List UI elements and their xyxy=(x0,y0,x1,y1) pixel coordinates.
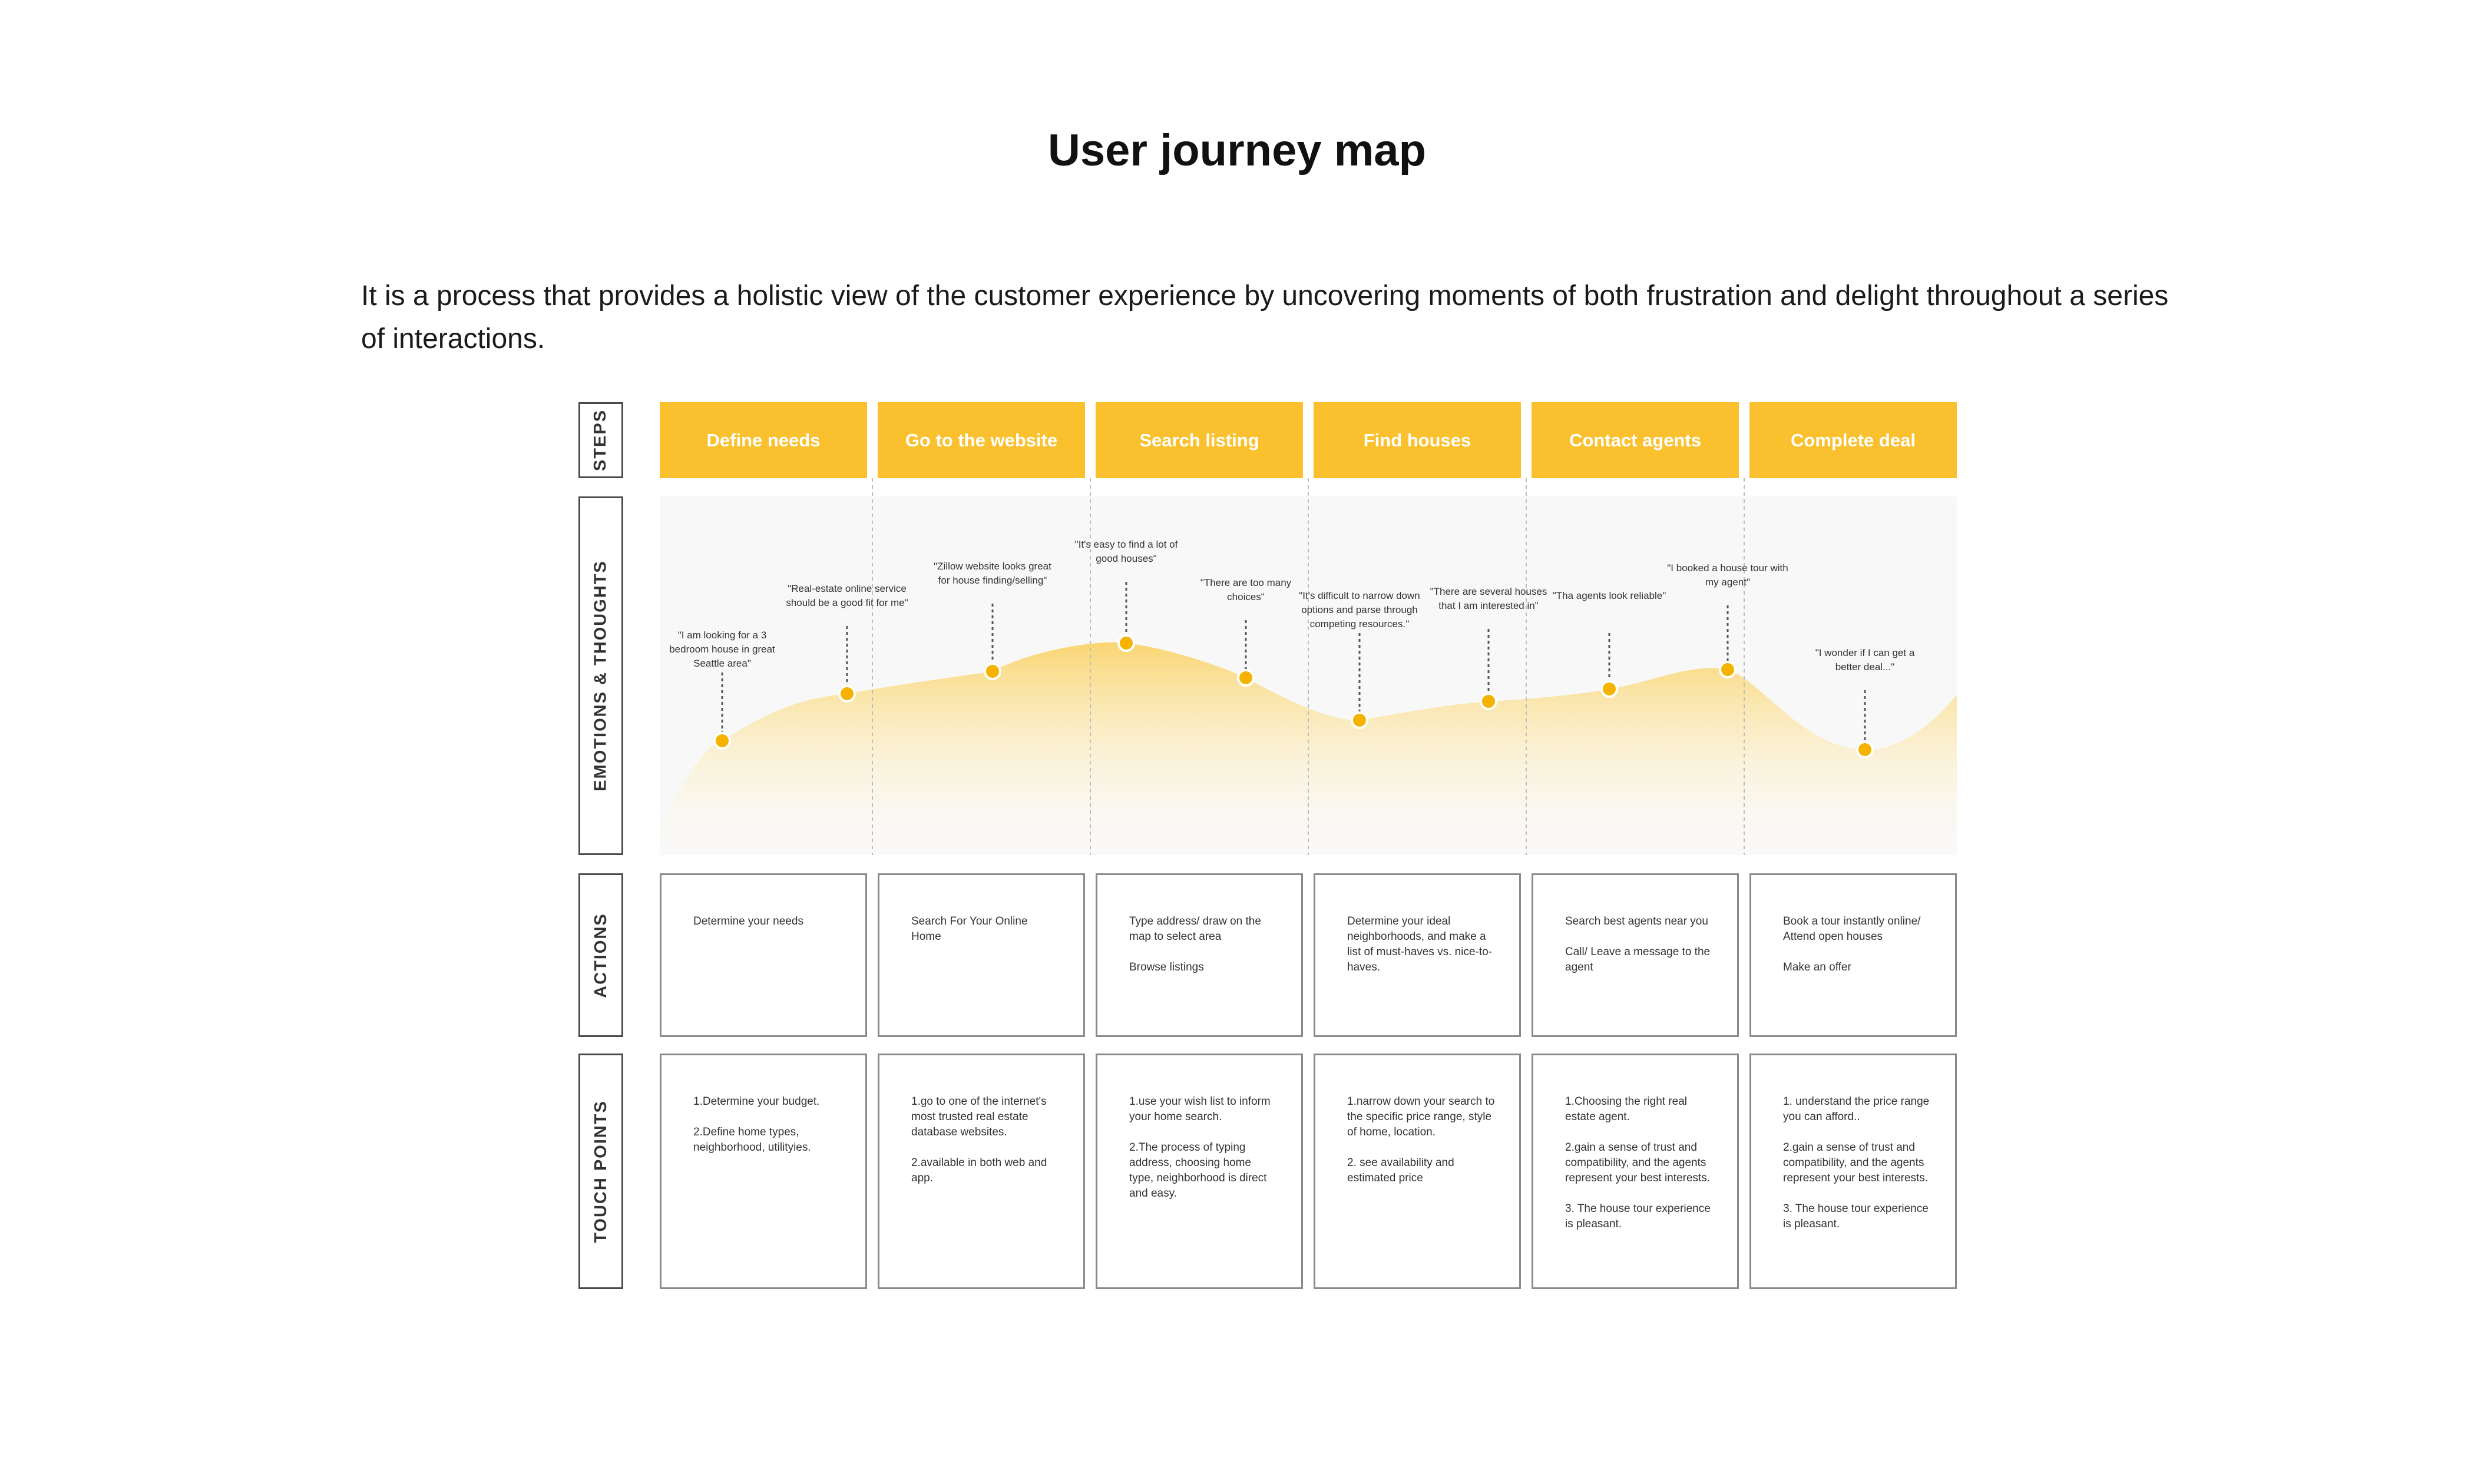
action-card-3: Type address/ draw on the map to select … xyxy=(1096,873,1303,1037)
emotion-point-5 xyxy=(1237,669,1255,687)
emotion-point-10 xyxy=(1856,741,1874,758)
touch-point-text: 3. The house tour experience is pleasant… xyxy=(1783,1203,1929,1230)
emotion-point-9 xyxy=(1719,661,1737,678)
emotion-point-1 xyxy=(713,732,731,750)
emotion-quote-8: "Tha agents look reliable" xyxy=(1552,590,1666,601)
touch-point-text: 2.Define home types, neighborhood, utili… xyxy=(693,1126,811,1154)
emotion-point-7 xyxy=(1480,693,1497,710)
touch-point-card-5: 1.Choosing the right real estate agent. 2… xyxy=(1532,1054,1739,1289)
row-label-steps: STEPS xyxy=(578,402,623,478)
page-title: User journey map xyxy=(1048,125,1426,175)
emotion-quote-9: "I booked a house tour with my agent" xyxy=(1667,562,1788,588)
row-label-touch-points: TOUCH POINTS xyxy=(578,1054,623,1289)
touch-point-text: 1.use your wish list to inform your home… xyxy=(1129,1095,1271,1123)
touch-point-card-3: 1.use your wish list to inform your home… xyxy=(1096,1054,1303,1289)
emotion-quote-7: "There are several houses that I am inte… xyxy=(1430,586,1547,611)
action-text: Make an offer xyxy=(1783,961,1851,973)
action-text: Type address/ draw on the map to select … xyxy=(1129,915,1261,943)
touch-point-text: 2.The process of typing address, choosin… xyxy=(1129,1141,1267,1200)
step-1: Define needs xyxy=(660,402,867,478)
emotion-quote-10: "I wonder if I can get a better deal..." xyxy=(1815,647,1915,673)
step-3: Search listing xyxy=(1096,402,1303,478)
action-text: Call/ Leave a message to the agent xyxy=(1565,946,1711,973)
intro-text: It is a process that provides a holistic… xyxy=(361,280,2169,355)
touch-point-text: 1.Determine your budget. xyxy=(693,1095,820,1108)
touch-point-text: 2.available in both web and app. xyxy=(911,1157,1047,1184)
step-6: Complete deal xyxy=(1749,402,1957,478)
emotion-point-6 xyxy=(1351,711,1368,729)
emotion-quote-3: "Zillow website looks great for house fi… xyxy=(934,561,1051,586)
touch-point-text: 2.gain a sense of trust and compatibilit… xyxy=(1565,1141,1711,1184)
quote-stems xyxy=(721,582,1866,743)
action-text: Determine your needs xyxy=(693,915,803,928)
touch-point-card-2: 1.go to one of the internet's most trust… xyxy=(878,1054,1085,1289)
emotion-quote-1: "I am looking for a 3 bedroom house in g… xyxy=(669,630,775,669)
emotion-point-2 xyxy=(838,685,856,703)
action-card-2: Search For Your Online Home xyxy=(878,873,1085,1037)
action-card-1: Determine your needs xyxy=(660,873,867,1037)
step-2: Go to the website xyxy=(878,402,1085,478)
emotion-quote-6: "It's difficult to narrow down options a… xyxy=(1299,590,1420,630)
action-text: Search best agents near you xyxy=(1565,915,1708,928)
touch-point-text: 1.Choosing the right real estate agent. xyxy=(1565,1095,1688,1123)
touch-point-card-6: 1. understand the price range you can af… xyxy=(1749,1054,1957,1289)
touch-point-text: 1.go to one of the internet's most trust… xyxy=(911,1095,1047,1138)
touch-point-text: 2.gain a sense of trust and compatibilit… xyxy=(1783,1141,1929,1184)
touch-point-text: 1. understand the price range you can af… xyxy=(1783,1095,1930,1123)
emotion-point-8 xyxy=(1600,680,1618,698)
touch-point-card-4: 1.narrow down your search to the specifi… xyxy=(1314,1054,1521,1289)
emotion-point-4 xyxy=(1117,634,1135,652)
emotion-quote-2: "Real-estate online service should be a … xyxy=(786,583,908,608)
touch-point-text: 1.narrow down your search to the specifi… xyxy=(1347,1095,1495,1138)
step-separators xyxy=(872,478,1745,855)
touch-point-card-1: 1.Determine your budget. 2.Define home ty… xyxy=(660,1054,867,1289)
action-text: Determine your ideal neighborhoods, and … xyxy=(1347,915,1493,973)
row-label-actions: ACTIONS xyxy=(578,873,623,1037)
step-5: Contact agents xyxy=(1532,402,1739,478)
touch-point-text: 3. The house tour experience is pleasant… xyxy=(1565,1203,1711,1230)
emotion-quote-4: "It's easy to find a lot of good houses" xyxy=(1074,539,1178,564)
action-text: Browse listings xyxy=(1129,961,1204,973)
emotion-point-3 xyxy=(984,662,1001,680)
action-text: Search For Your Online Home xyxy=(911,915,1028,943)
emotion-points xyxy=(713,634,1874,758)
step-4: Find houses xyxy=(1314,402,1521,478)
action-text: Book a tour instantly online/ Attend ope… xyxy=(1783,915,1921,943)
action-card-6: Book a tour instantly online/ Attend ope… xyxy=(1749,873,1957,1037)
emotion-quote-5: "There are too many choices" xyxy=(1200,577,1292,602)
row-label-emotions: EMOTIONS & THOUGHTS xyxy=(578,496,623,855)
touch-point-text: 2. see availability and estimated price xyxy=(1347,1157,1454,1184)
action-card-4: Determine your ideal neighborhoods, and … xyxy=(1314,873,1521,1037)
